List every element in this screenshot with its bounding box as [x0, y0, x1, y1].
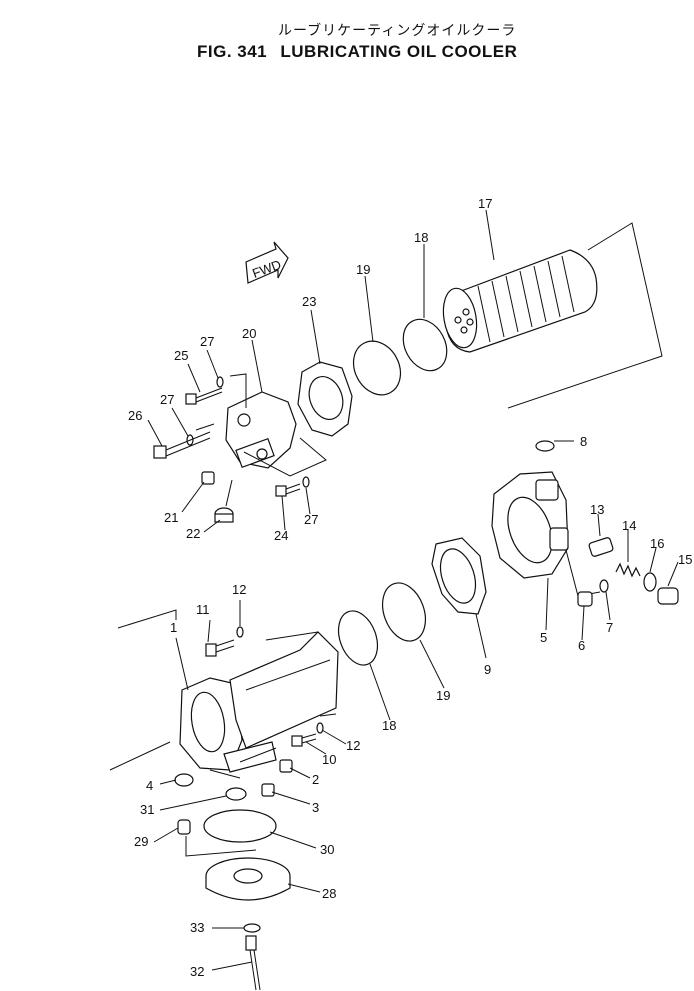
label-23: 23 — [302, 294, 316, 309]
bolt-25 — [185, 387, 223, 405]
washer-27-c — [302, 476, 310, 488]
label-31: 31 — [140, 802, 154, 817]
plug-2 — [279, 759, 293, 773]
plug-22 — [214, 507, 234, 523]
label-30: 30 — [320, 842, 334, 857]
label-6: 6 — [578, 638, 585, 653]
label-17: 17 — [478, 196, 492, 211]
label-28: 28 — [322, 886, 336, 901]
label-7: 7 — [606, 620, 613, 635]
plug-6 — [577, 591, 593, 607]
figure-name: LUBRICATING OIL COOLER — [280, 42, 518, 61]
label-4: 4 — [146, 778, 153, 793]
washer-12-b — [316, 722, 324, 734]
plug-21 — [201, 471, 215, 485]
washer-7 — [599, 579, 609, 593]
bolt-11 — [205, 639, 235, 657]
label-32: 32 — [190, 964, 204, 979]
bolt-10 — [291, 733, 317, 747]
spring-14 — [615, 562, 641, 578]
label-33: 33 — [190, 920, 204, 935]
plug-15 — [657, 587, 679, 605]
label-16: 16 — [650, 536, 664, 551]
label-25: 25 — [174, 348, 188, 363]
housing-5 — [491, 471, 569, 579]
label-2: 2 — [312, 772, 319, 787]
base-28 — [205, 857, 291, 901]
label-14: 14 — [622, 518, 636, 533]
label-19-lower: 19 — [436, 688, 450, 703]
label-1: 1 — [170, 620, 177, 635]
plug-3 — [261, 783, 275, 797]
label-8: 8 — [580, 434, 587, 449]
label-10: 10 — [322, 752, 336, 767]
figure-subtitle-japanese: ルーブリケーティングオイルクーラ — [278, 23, 517, 39]
washer-33 — [243, 923, 261, 933]
label-5: 5 — [540, 630, 547, 645]
label-3: 3 — [312, 800, 319, 815]
filter-element-17 — [442, 249, 598, 353]
label-12-lower: 12 — [346, 738, 360, 753]
sleeve-13 — [588, 537, 614, 557]
o-ring-18-upper — [402, 318, 448, 372]
gasket-9 — [431, 537, 487, 615]
washer-12-a — [236, 626, 244, 638]
label-27-b: 27 — [160, 392, 174, 407]
label-11: 11 — [196, 602, 210, 617]
cap-4 — [174, 773, 194, 787]
label-26: 26 — [128, 408, 142, 423]
ring-31 — [225, 787, 247, 801]
label-24: 24 — [274, 528, 288, 543]
plug-8 — [535, 440, 555, 452]
label-9: 9 — [484, 662, 491, 677]
bolt-32 — [245, 935, 261, 991]
label-12-upper: 12 — [232, 582, 246, 597]
bolt-24 — [275, 483, 301, 497]
label-15: 15 — [678, 552, 692, 567]
washer-27-a — [216, 376, 224, 388]
o-ring-19-upper — [352, 340, 402, 396]
bolt-26 — [153, 431, 211, 459]
label-29: 29 — [134, 834, 148, 849]
part-labels: 17 18 19 23 20 27 25 27 26 21 22 24 27 8… — [128, 196, 692, 979]
figure-number: FIG. 341 — [197, 42, 268, 61]
washer-27-b — [186, 434, 194, 446]
washer-16 — [643, 572, 657, 592]
gasket-23 — [297, 361, 353, 437]
figure-title: FIG. 341 LUBRICATING OIL COOLER — [197, 42, 525, 62]
label-20: 20 — [242, 326, 256, 341]
label-13: 13 — [590, 502, 604, 517]
label-27-c: 27 — [304, 512, 318, 527]
label-27-a: 27 — [200, 334, 214, 349]
label-18-upper: 18 — [414, 230, 428, 245]
o-ring-19-lower — [381, 582, 427, 642]
plug-29 — [177, 819, 191, 835]
label-21: 21 — [164, 510, 178, 525]
label-18-lower: 18 — [382, 718, 396, 733]
cover-20 — [225, 391, 297, 469]
o-ring-30 — [203, 809, 277, 843]
leader-lines — [147, 209, 679, 971]
o-ring-18-lower — [337, 610, 379, 666]
label-22: 22 — [186, 526, 200, 541]
forward-direction-marker: FWD — [245, 241, 289, 284]
cooler-case-1 — [179, 631, 339, 773]
label-19-upper: 19 — [356, 262, 370, 277]
